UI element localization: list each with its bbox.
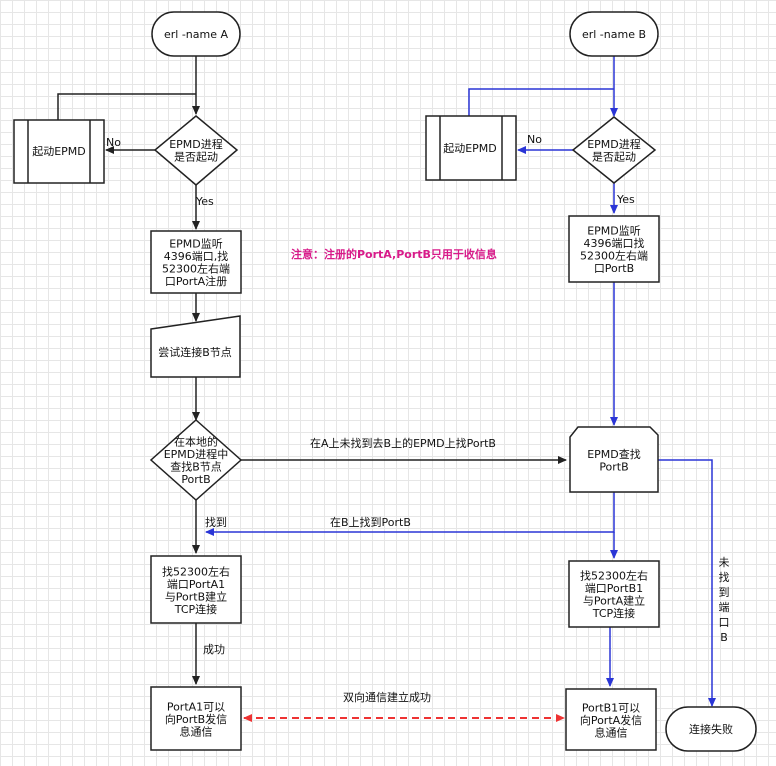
comm-port-b1-box [565, 688, 657, 751]
node-text-line: PortA1可以 [167, 701, 225, 714]
try-connect-b-text: 尝试连接B节点 [158, 346, 232, 359]
node-text-line: 息通信 [595, 726, 628, 740]
node-text-line: 找52300左右 [162, 564, 230, 578]
note-ports-receive-only: 注意：注册的PortA,PortB只用于收信息 [291, 247, 497, 261]
node-text-line: EPMD监听 [169, 237, 223, 250]
node-text-line: 52300左右端 [162, 261, 230, 275]
node-text-line: 端口PortA1 [167, 578, 225, 591]
label-no-b: No [527, 133, 542, 146]
label-not-found-local: 在A上未找到去B上的EPMD上找PortB [310, 436, 496, 450]
check-epmd-b-decision [571, 116, 657, 184]
label-no-a: No [106, 136, 121, 149]
register-port-a-box [150, 230, 242, 294]
start-node-a-text: erl -name A [164, 28, 229, 41]
node-text-line: 连接失败 [689, 722, 733, 736]
comm-port-b1-text: PortB1可以向PortA发信息通信 [580, 702, 642, 740]
connection-failed-node [665, 706, 757, 752]
node-text-line: 52300左右端 [580, 248, 648, 262]
node-text-line: 息通信 [180, 725, 213, 739]
vertical-label-char: 未 [719, 556, 730, 569]
check-epmd-b-text: EPMD进程是否起动 [587, 138, 641, 164]
vertical-label-char: 端 [719, 601, 730, 614]
vertical-label-char: B [720, 631, 728, 644]
node-text-line: 查找B节点 [170, 459, 222, 473]
start-epmd-a-box [13, 119, 105, 184]
node-text-line: EPMD监听 [587, 224, 641, 237]
node-text-line: 端口PortB1 [585, 582, 643, 595]
node-text-line: EPMD查找 [587, 447, 641, 461]
edge-epmd-b-loop [468, 88, 614, 116]
label-bidirectional: 双向通信建立成功 [343, 690, 431, 704]
node-text-line: 口PortB [594, 262, 634, 275]
remote-lookup-box [569, 426, 659, 493]
node-text-line: 向PortA发信 [580, 713, 642, 727]
node-text-line: PortB1可以 [582, 702, 640, 715]
comm-port-a1-box [150, 686, 242, 751]
edge-epmd-a-loop [57, 93, 196, 120]
label-success: 成功 [203, 643, 225, 656]
node-text-line: EPMD进程中 [164, 448, 229, 461]
node-text-line: 与PortB建立 [165, 589, 227, 603]
node-text-line: 口PortA注册 [165, 274, 227, 288]
start-epmd-b-box [425, 115, 517, 181]
node-text-line: PortB [599, 460, 628, 473]
connect-port-a1-box [150, 555, 242, 624]
start-node-b [569, 11, 659, 57]
node-text-line: 尝试连接B节点 [158, 346, 232, 359]
vertical-label-char: 找 [719, 570, 730, 584]
node-text-line: TCP连接 [592, 607, 635, 620]
comm-port-a1-text: PortA1可以向PortB发信息通信 [165, 701, 227, 739]
start-node-b-text: erl -name B [582, 28, 646, 41]
node-text-line: erl -name B [582, 28, 646, 41]
connect-port-b1-box [568, 560, 660, 628]
connection-failed-text: 连接失败 [689, 722, 733, 736]
node-text-line: 起动EPMD [32, 145, 86, 158]
node-text-line: 是否起动 [592, 150, 636, 163]
label-yes-b: Yes [616, 193, 635, 206]
node-text-line: 4396端口,找 [164, 249, 229, 263]
check-epmd-a-text: EPMD进程是否起动 [169, 138, 223, 164]
edge-not-found-port-b [658, 459, 716, 707]
label-yes-a: Yes [195, 195, 214, 208]
start-epmd-a-text: 起动EPMD [32, 145, 86, 158]
node-text-line: EPMD进程 [587, 138, 641, 151]
node-text-line: PortB [181, 473, 210, 486]
node-text-line: 与PortA建立 [583, 593, 645, 607]
connectors-left [57, 56, 567, 685]
register-port-b-box [568, 215, 660, 283]
node-text-line: 找52300左右 [580, 568, 648, 582]
check-epmd-a-decision [153, 115, 239, 186]
try-connect-b-input [150, 315, 241, 378]
node-text-line: EPMD进程 [169, 138, 223, 151]
node-text-line: 向PortB发信 [165, 712, 227, 726]
node-text-line: 起动EPMD [443, 142, 497, 155]
node-text-line: erl -name A [164, 28, 229, 41]
start-epmd-b-text: 起动EPMD [443, 142, 497, 155]
label-found-on-b: 在B上找到PortB [330, 515, 411, 529]
label-found: 找到 [205, 515, 227, 529]
connectors-right [205, 56, 716, 707]
node-text-line: 4396端口找 [584, 236, 645, 250]
vertical-label-char: 到 [719, 586, 730, 599]
node-text-line: 在本地的 [174, 434, 218, 448]
start-node-a [151, 11, 241, 57]
node-text-line: 是否起动 [174, 150, 218, 163]
node-text-line: TCP连接 [174, 603, 217, 616]
vertical-label-char: 口 [719, 616, 730, 629]
local-lookup-decision [149, 418, 243, 502]
